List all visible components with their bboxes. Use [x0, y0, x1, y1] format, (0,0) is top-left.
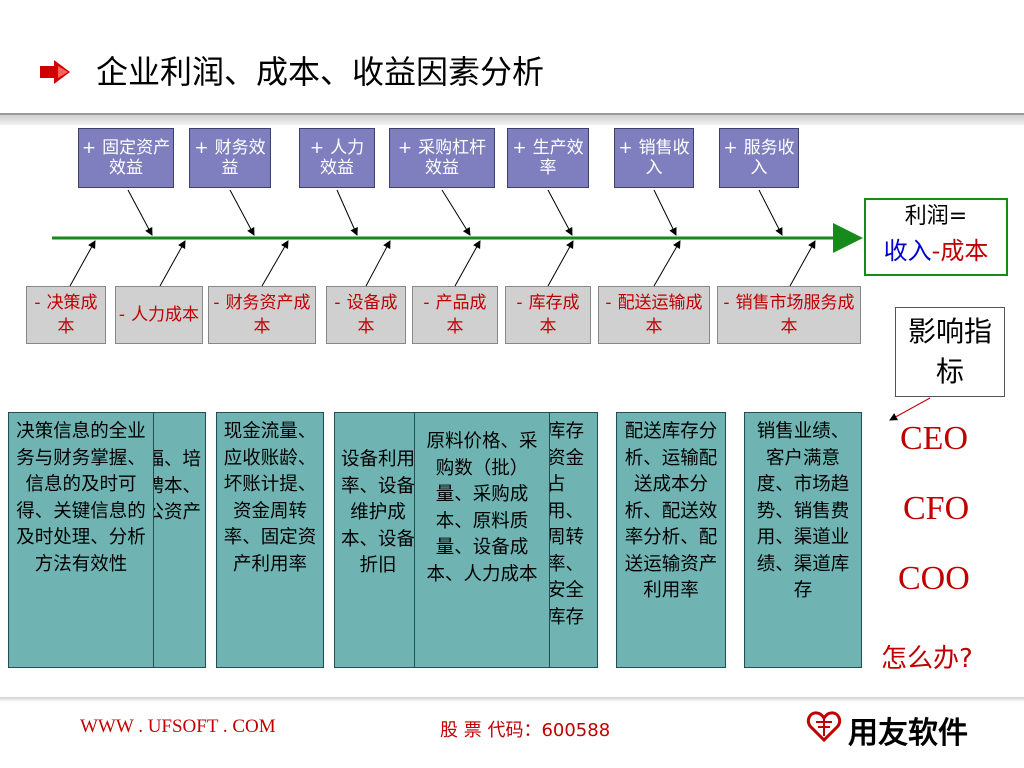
- cost-label: 销售市场服务成本: [735, 293, 855, 337]
- minus-sign: -: [334, 293, 341, 313]
- income-label: 财务效益: [214, 138, 266, 178]
- income-box-procurement: +采购杠杆效益: [389, 128, 495, 188]
- cost-box-finance-assets: -财务资产成本: [208, 286, 316, 344]
- footer-stock-code: 股 票 代码：600588: [440, 720, 611, 741]
- cost-label: 决策成本: [46, 293, 98, 337]
- minus-sign: -: [605, 293, 612, 313]
- income-box-fixed-assets: +固定资产效益: [78, 128, 174, 188]
- plus-sign: +: [194, 138, 209, 158]
- income-box-sales: +销售收入: [614, 128, 694, 188]
- influence-indicator-box: 影响指标: [895, 307, 1005, 397]
- footer-divider: [0, 697, 1024, 702]
- header-band: [0, 113, 1024, 125]
- plus-sign: +: [309, 138, 325, 158]
- income-box-service: +服务收入: [719, 128, 799, 188]
- minus-sign: -: [118, 305, 126, 325]
- profit-formula: 收入-成本: [866, 234, 1006, 268]
- metric-box-sales: 销售业绩、客户满意度、市场趋势、销售费用、渠道业绩、渠道库存: [744, 412, 862, 668]
- role-cfo: CFO: [903, 490, 970, 527]
- cost-label: 配送运输成本: [617, 293, 703, 337]
- cost-label: 财务资产成本: [225, 293, 311, 337]
- plus-sign: +: [723, 138, 738, 158]
- plus-sign: +: [397, 138, 413, 158]
- page-title: 企业利润、成本、收益因素分析: [96, 53, 545, 91]
- profit-label: 利润=: [904, 204, 968, 229]
- cost-label: 设备成本: [346, 293, 398, 337]
- income-term: 收入: [883, 237, 932, 265]
- cost-box-product: -产品成本: [412, 286, 498, 344]
- footer-website: WWW . UFSOFT . COM: [80, 716, 276, 737]
- cost-box-sales-service: -销售市场服务成本: [717, 286, 861, 344]
- income-box-hr: +人力效益: [299, 128, 375, 188]
- footer-logo-text: 用友软件: [848, 716, 968, 751]
- cost-box-decision: -决策成本: [26, 286, 106, 344]
- header-divider: [0, 113, 1024, 115]
- metric-box-finance: 现金流量、应收账龄、坏账计提、资金周转率、固定资产利用率: [216, 412, 324, 668]
- plus-sign: +: [618, 138, 633, 158]
- cost-label: 产品成本: [435, 293, 487, 337]
- income-label: 销售收入: [638, 138, 690, 178]
- income-box-finance: +财务效益: [189, 128, 271, 188]
- minus-sign: -: [516, 293, 523, 313]
- arrow-bullet-icon: [40, 60, 70, 84]
- income-box-production: +生产效率: [507, 128, 589, 188]
- metric-box-product: 原料价格、采购数（批）量、采购成本、原料质量、设备成本、人力成本: [414, 412, 550, 668]
- ufida-logo-icon: [806, 711, 842, 743]
- question-text: 怎么办?: [881, 644, 973, 674]
- income-label: 人力效益: [320, 138, 365, 178]
- role-ceo: CEO: [900, 420, 968, 457]
- minus-operator: -: [931, 237, 941, 265]
- cost-box-equipment: -设备成本: [326, 286, 406, 344]
- cost-label: 人力成本: [131, 305, 200, 325]
- cost-box-hr: -人力成本: [115, 286, 203, 344]
- minus-sign: -: [213, 293, 220, 313]
- metric-box-distribution: 配送库存分析、运输配送成本分析、配送效率分析、配送运输资产利用率: [616, 412, 726, 668]
- income-label: 生产效率: [532, 138, 584, 178]
- minus-sign: -: [423, 293, 430, 313]
- plus-sign: +: [512, 138, 527, 158]
- cost-box-distribution: -配送运输成本: [598, 286, 710, 344]
- metric-box-equipment: 设备利用率、设备维护成本、设备折旧: [334, 412, 422, 668]
- role-coo: COO: [898, 560, 970, 597]
- income-label: 服务收入: [743, 138, 795, 178]
- minus-sign: -: [723, 293, 730, 313]
- income-label: 采购杠杆效益: [418, 138, 487, 178]
- cost-term: 成本: [940, 237, 989, 265]
- minus-sign: -: [34, 293, 41, 313]
- plus-sign: +: [81, 138, 97, 158]
- cost-label: 库存成本: [528, 293, 580, 337]
- metric-box-decision: 决策信息的全业务与财务掌握、信息的及时可得、关键信息的及时处理、分析方法有效性: [8, 412, 154, 668]
- cost-box-inventory: -库存成本: [505, 286, 591, 344]
- profit-formula-box: 利润= 收入-成本: [864, 198, 1008, 276]
- income-label: 固定资产效益: [102, 138, 171, 178]
